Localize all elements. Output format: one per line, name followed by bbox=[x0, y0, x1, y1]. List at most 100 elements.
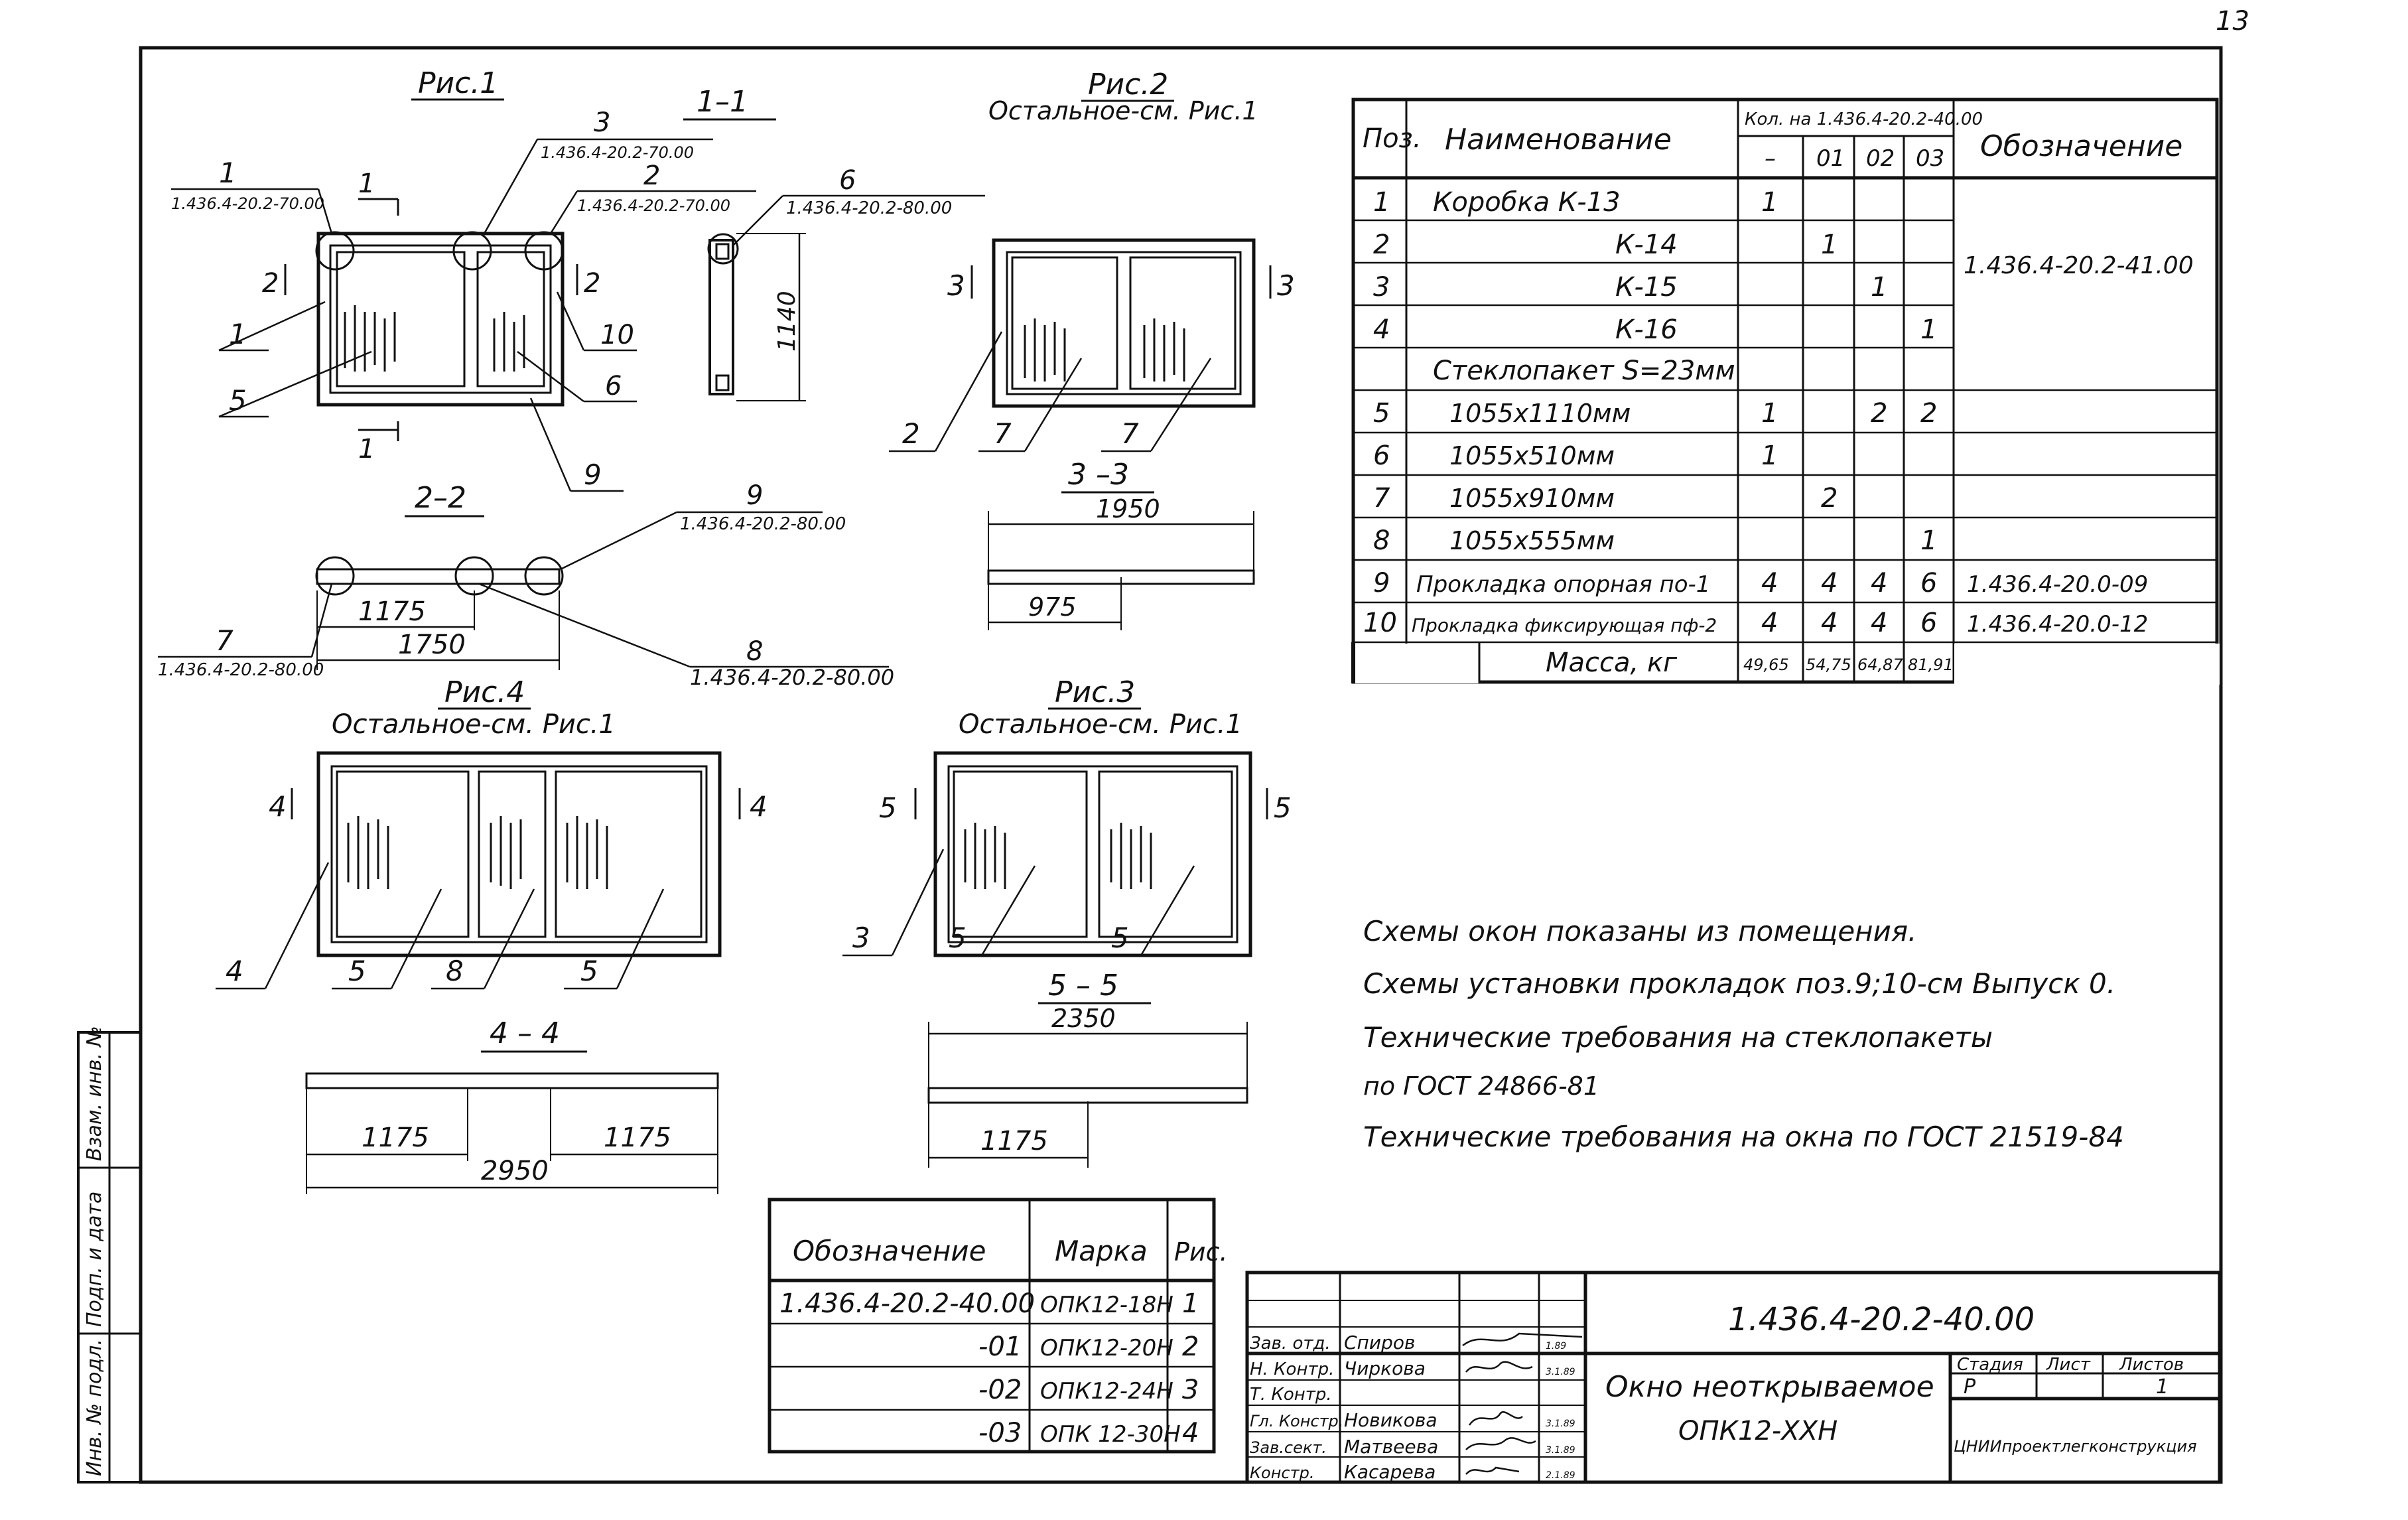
figure-2: Рис.2 Остальное-см. Рис.1 3 3 2 7 7 bbox=[889, 68, 1295, 452]
signature-6 bbox=[1465, 1466, 1520, 1475]
staff-role-4: Гл. Констр. bbox=[1250, 1412, 1343, 1430]
fig2-cut-left: 3 bbox=[947, 269, 965, 302]
staff-date-2: 3.1.89 bbox=[1546, 1367, 1575, 1377]
spec-row: 7 1055x910мм 2 bbox=[1373, 483, 1838, 514]
section22-pos7: 7 bbox=[216, 624, 234, 657]
fig1-frame-inner bbox=[329, 244, 552, 394]
title-sheets-label: Листов bbox=[2119, 1355, 2184, 1375]
section44-profile bbox=[305, 1072, 719, 1089]
section-2-2: 2–2 1175 1750 9 1.436.4-20.2-80.00 7 1.4… bbox=[158, 480, 894, 690]
fig1-title: Рис.1 bbox=[418, 66, 498, 100]
section22-ref7: 1.436.4-20.2-80.00 bbox=[158, 660, 324, 680]
staff-name-5: Матвеева bbox=[1344, 1436, 1438, 1458]
side-stamp: Инв. № подл. Подп. и дата Взам. инв. № bbox=[77, 1026, 142, 1484]
fig2-glass-left bbox=[1011, 256, 1118, 390]
section33-dim-a: 975 bbox=[1028, 592, 1077, 622]
staff-row: Т. Контр. bbox=[1250, 1385, 1332, 1405]
staff-role-5: Зав.сект. bbox=[1250, 1438, 1327, 1457]
fig4-glass-right bbox=[555, 770, 702, 938]
section22-title: 2–2 bbox=[415, 481, 466, 515]
fig4-glass-left bbox=[336, 770, 470, 938]
marks-row1-designation: 1.436.4-20.2-40.00 bbox=[779, 1288, 1035, 1319]
spec-header-qty-group: Кол. на 1.436.4-20.2-40.00 bbox=[1745, 109, 1983, 129]
spec-header-qty-3: 03 bbox=[1916, 145, 1944, 172]
fig1-pos9: 9 bbox=[584, 458, 602, 491]
notes-block: Схемы окон показаны из помещения. Схемы … bbox=[1363, 915, 2124, 1153]
fig3-cut-left: 5 bbox=[879, 792, 897, 824]
staff-name-1: Спиров bbox=[1344, 1332, 1415, 1353]
spec-row4-name: К-16 bbox=[1615, 314, 1678, 345]
spec-row6-pos: 6 bbox=[1373, 441, 1390, 471]
section55-dim-a: 1175 bbox=[980, 1126, 1048, 1156]
table-row: -01 ОПК12-20Н 2 bbox=[978, 1332, 1199, 1362]
staff-name-4: Новикова bbox=[1344, 1409, 1438, 1431]
title-name-line2: ОПК12-ХХН bbox=[1678, 1416, 1838, 1446]
spec-row: Стеклопакет S=23мм bbox=[1433, 356, 1735, 386]
marks-header-designation: Обозначение bbox=[793, 1235, 986, 1267]
fig4-pos5b: 5 bbox=[580, 955, 598, 987]
spec-row3-q2: 1 bbox=[1871, 272, 1887, 303]
spec-row9-pos: 9 bbox=[1373, 568, 1390, 598]
fig3-glass-left bbox=[953, 770, 1088, 938]
title-name-line1: Окно неоткрываемое bbox=[1605, 1370, 1934, 1404]
fig2-glass-right bbox=[1129, 256, 1237, 390]
fig1-cut2-right: 2 bbox=[584, 268, 600, 299]
spec-row3-name: К-15 bbox=[1615, 272, 1678, 303]
spec-header-qty-2: 02 bbox=[1866, 145, 1895, 172]
fig2-pos7a: 7 bbox=[994, 417, 1012, 450]
stamp-replace-label: Взам. инв. № bbox=[83, 1026, 106, 1161]
spec-row: 5 1055x1110мм 1 2 2 bbox=[1373, 398, 1937, 429]
note-4: по ГОСТ 24866-81 bbox=[1363, 1071, 1599, 1101]
section22-dim-total: 1750 bbox=[398, 630, 466, 660]
spec-row5-name: 1055x1110мм bbox=[1449, 399, 1631, 428]
fig2-frame-outer bbox=[992, 238, 1256, 408]
marks-row1-fig: 1 bbox=[1182, 1288, 1199, 1319]
fig4-note: Остальное-см. Рис.1 bbox=[332, 709, 616, 740]
fig4-frame-outer bbox=[316, 751, 722, 957]
fig1-section-title: 1–1 bbox=[697, 85, 748, 119]
spec-header-qty-1: 01 bbox=[1816, 145, 1845, 172]
spec-header-name: Наименование bbox=[1445, 123, 1672, 157]
fig1-pos3: 3 bbox=[594, 107, 610, 138]
spec-mass-label: Масса, кг bbox=[1546, 648, 1678, 678]
spec-row7-pos: 7 bbox=[1373, 483, 1390, 514]
spec-row5-q0: 1 bbox=[1761, 398, 1778, 429]
spec-row: 2 К-14 1 bbox=[1373, 230, 1838, 260]
staff-date-4: 3.1.89 bbox=[1546, 1418, 1575, 1429]
fig1-section-profile bbox=[708, 239, 734, 395]
fig3-pos5a: 5 bbox=[949, 922, 967, 954]
staff-date-5: 3.1.89 bbox=[1546, 1445, 1575, 1456]
spec-row: 8 1055x555мм 1 bbox=[1373, 525, 1937, 556]
marks-header-mark: Марка bbox=[1055, 1235, 1148, 1267]
fig4-pos5a: 5 bbox=[348, 955, 366, 987]
title-block: 1.436.4-20.2-40.00 Окно неоткрываемое ОП… bbox=[1245, 1271, 2222, 1484]
fig3-cut-right: 5 bbox=[1274, 792, 1292, 824]
spec-header-designation: Обозначение bbox=[1980, 129, 2182, 163]
marks-row1-mark: ОПК12-18Н bbox=[1040, 1292, 1173, 1318]
spec-row5-q2: 2 bbox=[1871, 398, 1887, 429]
fig2-note: Остальное-см. Рис.1 bbox=[988, 96, 1258, 125]
section44-dim-a: 1175 bbox=[362, 1123, 429, 1153]
spec-row: 3 К-15 1 bbox=[1373, 272, 1887, 303]
spec-row4-q3: 1 bbox=[1920, 314, 1937, 345]
fig2-pos7b: 7 bbox=[1121, 417, 1139, 450]
section44-dim-total: 2950 bbox=[481, 1156, 549, 1186]
spec-mass-3: 81,91 bbox=[1908, 656, 1954, 674]
section-4-4: 4 – 4 1175 1175 2950 bbox=[305, 1016, 719, 1194]
marks-row4-fig: 4 bbox=[1182, 1418, 1199, 1448]
spec-mass-0: 49,65 bbox=[1743, 656, 1789, 674]
marks-row3-designation: -02 bbox=[978, 1375, 1022, 1405]
figure-1: Рис.1 1–1 1 1 2 2 1 1.436.4-20.2-70.00 bbox=[171, 66, 985, 492]
title-stage-value: Р bbox=[1964, 1375, 1976, 1399]
section33-title: 3 –3 bbox=[1068, 458, 1129, 492]
section22-pos9: 9 bbox=[746, 480, 763, 511]
marks-row3-fig: 3 bbox=[1182, 1375, 1199, 1405]
spec-row1-pos: 1 bbox=[1373, 187, 1390, 218]
marks-row2-mark: ОПК12-20Н bbox=[1040, 1335, 1173, 1361]
table-row: 1.436.4-20.2-40.00 ОПК12-18Н 1 bbox=[779, 1288, 1199, 1319]
fig1-ref6: 1.436.4-20.2-80.00 bbox=[786, 198, 952, 218]
fig1-cut1-bottom: 1 bbox=[358, 434, 375, 464]
marks-table: Обозначение Марка Рис. 1.436.4-20.2-40.0… bbox=[768, 1198, 1228, 1454]
marks-row2-designation: -01 bbox=[978, 1332, 1022, 1362]
staff-date-6: 2.1.89 bbox=[1546, 1470, 1575, 1481]
